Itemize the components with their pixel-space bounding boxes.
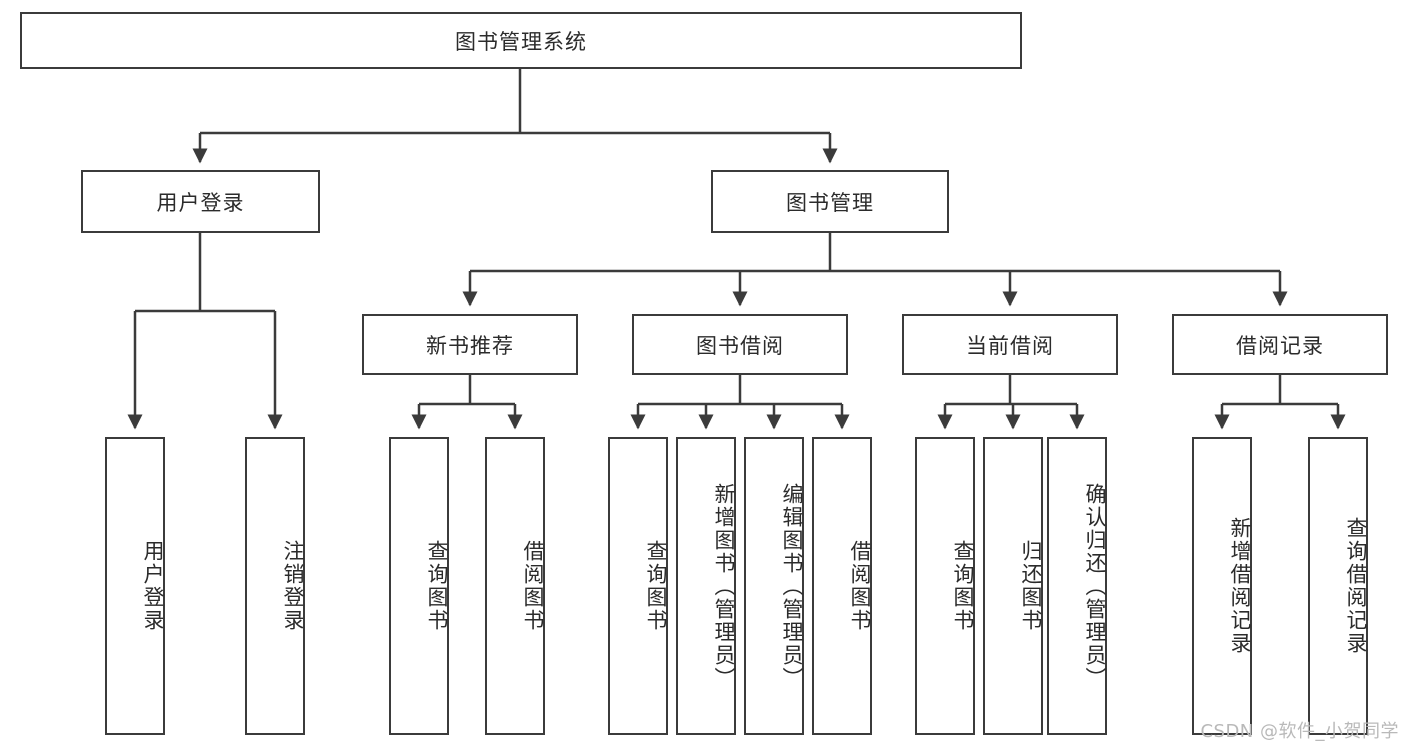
node-book-management[interactable]: 图书管理 (711, 170, 949, 233)
node-label: 借阅图书 (848, 540, 872, 632)
node-leaf-add-borrow-record[interactable]: 新增借阅记录 (1192, 437, 1252, 735)
node-root-system[interactable]: 图书管理系统 (20, 12, 1022, 69)
node-book-borrow[interactable]: 图书借阅 (632, 314, 848, 375)
node-label: 确认归还（管理员） (1083, 482, 1107, 690)
node-leaf-query-book-borrow[interactable]: 查询图书 (608, 437, 668, 735)
node-label: 新书推荐 (426, 333, 514, 358)
node-leaf-query-book-current[interactable]: 查询图书 (915, 437, 975, 735)
node-label: 归还图书 (1019, 540, 1043, 632)
node-label: 新增图书（管理员） (712, 482, 736, 690)
node-label: 查询借阅记录 (1344, 517, 1368, 655)
node-leaf-user-login[interactable]: 用户登录 (105, 437, 165, 735)
node-leaf-logout[interactable]: 注销登录 (245, 437, 305, 735)
node-label: 借阅记录 (1236, 333, 1324, 358)
node-label: 图书管理系统 (455, 29, 587, 54)
node-current-borrow[interactable]: 当前借阅 (902, 314, 1118, 375)
node-label: 编辑图书（管理员） (780, 482, 804, 690)
node-borrow-record[interactable]: 借阅记录 (1172, 314, 1388, 375)
node-label: 注销登录 (281, 540, 305, 632)
node-leaf-return-book[interactable]: 归还图书 (983, 437, 1043, 735)
node-user-login[interactable]: 用户登录 (81, 170, 320, 233)
watermark: CSDN @软件_小贺同学 (1200, 721, 1399, 742)
node-label: 借阅图书 (521, 540, 545, 632)
node-label: 用户登录 (156, 190, 245, 215)
node-leaf-borrow-book-recommend[interactable]: 借阅图书 (485, 437, 545, 735)
node-new-book-recommend[interactable]: 新书推荐 (362, 314, 578, 375)
node-label: 用户登录 (141, 540, 165, 632)
node-label: 当前借阅 (966, 333, 1054, 358)
node-leaf-confirm-return-admin[interactable]: 确认归还（管理员） (1047, 437, 1107, 735)
node-label: 查询图书 (425, 540, 449, 632)
node-leaf-add-book-admin[interactable]: 新增图书（管理员） (676, 437, 736, 735)
node-leaf-query-borrow-record[interactable]: 查询借阅记录 (1308, 437, 1368, 735)
node-label: 图书借阅 (696, 333, 784, 358)
node-label: 查询图书 (644, 540, 668, 632)
node-label: 图书管理 (786, 190, 874, 215)
node-leaf-borrow-book[interactable]: 借阅图书 (812, 437, 872, 735)
node-label: 查询图书 (951, 540, 975, 632)
node-leaf-edit-book-admin[interactable]: 编辑图书（管理员） (744, 437, 804, 735)
node-leaf-query-book-recommend[interactable]: 查询图书 (389, 437, 449, 735)
node-label: 新增借阅记录 (1228, 517, 1252, 655)
